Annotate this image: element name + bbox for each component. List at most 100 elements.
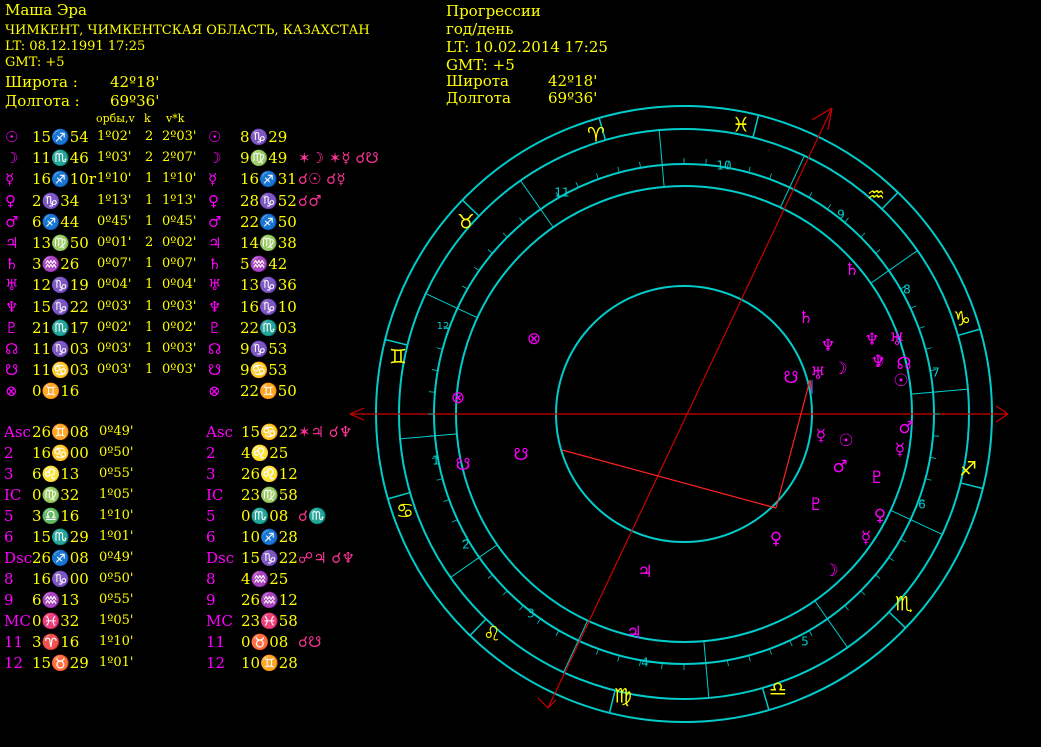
prog-house-position: 23♍58 <box>241 486 298 504</box>
prog-house-position: 15♑22 <box>241 549 298 567</box>
prog-longitude-value: 69º36' <box>548 89 598 107</box>
prog-house-position: 10♊28 <box>241 654 298 672</box>
natal-planet-glyph: ♅ <box>5 276 19 295</box>
zodiac-sign-glyph: ♐ <box>959 457 977 481</box>
outer-planet-glyph: ♀ <box>874 506 886 526</box>
house-divider <box>450 544 498 578</box>
natal-house-orb: 1º05' <box>99 487 134 502</box>
natal-house-position: 15♉29 <box>32 654 89 672</box>
natal-planet-position: 6♐44 <box>32 212 80 231</box>
prog-planet-position: 9♑53 <box>240 340 288 358</box>
zodiac-sign-glyph: ♋ <box>396 499 414 523</box>
natal-planet-k: 2 <box>145 129 154 144</box>
degree-tick <box>536 618 541 624</box>
degree-tick <box>727 161 729 168</box>
house-number: 3 <box>527 607 535 621</box>
natal-house-position: 6♒13 <box>32 591 80 609</box>
aspect-line <box>561 449 777 509</box>
inner-planet-glyph: ☋ <box>783 368 798 388</box>
outer-planet-glyph: ♇ <box>869 468 884 488</box>
inner-planet-glyph: ☽ <box>832 359 847 379</box>
natal-house-position: 3♎16 <box>32 507 80 525</box>
sign-divider <box>598 117 607 141</box>
degree-tick <box>808 630 813 636</box>
prog-title: Прогрессии <box>446 2 541 20</box>
house-number: 7 <box>932 366 940 380</box>
natal-latitude-value: 42º18' <box>110 73 160 91</box>
degree-tick <box>769 648 772 655</box>
natal-planet-glyph: ♀ <box>5 191 16 210</box>
natal-house-orb: 0º49' <box>99 550 134 565</box>
prog-house-label: 8 <box>206 570 216 588</box>
natal-house-orb: 1º05' <box>99 613 134 628</box>
natal-planet-vk: 0º45' <box>162 213 197 229</box>
prog-house-position: 4♌25 <box>241 444 289 462</box>
outer-planet-glyph: ♆ <box>870 352 885 372</box>
inner-planet-glyph: ☿ <box>816 426 826 446</box>
house-divider <box>703 641 710 698</box>
natal-planet-orb: 0º03' <box>97 298 132 314</box>
house-divider <box>890 509 943 535</box>
natal-planet-orb: 0º02' <box>97 319 132 335</box>
house-divider <box>779 155 805 208</box>
orbs-header: орбы,v <box>96 112 135 125</box>
zodiac-sign-glyph: ♈ <box>587 123 605 147</box>
house-number: 11 <box>554 186 569 200</box>
prog-planet-glyph: ♀ <box>208 191 219 210</box>
degree-tick <box>827 618 832 624</box>
degree-tick <box>596 173 599 180</box>
natal-planet-vk: 0º03' <box>162 341 197 356</box>
degree-tick <box>933 391 940 393</box>
prog-local-time: LT: 10.02.2014 17:25 <box>446 38 608 56</box>
natal-house-orb: 0º50' <box>99 571 134 586</box>
natal-planet-orb: 1º10' <box>97 171 132 187</box>
meridian-axis <box>547 107 833 709</box>
house-number: 1 <box>432 454 440 468</box>
natal-house-orb: 1º10' <box>99 634 134 649</box>
natal-planet-vk: 0º03' <box>162 362 197 378</box>
inner-planet-glyph: ☋ <box>513 445 528 465</box>
degree-tick <box>431 457 438 459</box>
degree-tick <box>727 660 729 667</box>
sign-divider <box>384 338 408 346</box>
natal-planet-vk: 0º02' <box>162 319 197 335</box>
degree-tick <box>748 655 751 662</box>
natal-house-label: 11 <box>4 633 24 651</box>
inner-planet-glyph: ♄ <box>798 308 813 328</box>
degree-tick <box>827 204 832 210</box>
degree-tick <box>555 192 560 198</box>
prog-house-label: Asc <box>206 423 233 441</box>
natal-planet-orb: 0º07' <box>97 256 132 272</box>
natal-planet-vk: 1º13' <box>162 192 197 208</box>
outer-planet-glyph: ♅ <box>889 330 904 350</box>
degree-tick <box>443 326 450 329</box>
natal-place: ЧИМКЕНТ, ЧИМКЕНТСКАЯ ОБЛАСТЬ, КАЗАХСТАН <box>5 23 370 38</box>
inner-planet-glyph: ♅ <box>810 364 825 384</box>
zodiac-sign-glyph: ♒ <box>867 183 885 207</box>
degree-tick <box>596 648 599 655</box>
zodiac-sign-glyph: ♉ <box>457 210 475 234</box>
prog-planet-position: 14♍38 <box>240 234 297 252</box>
natal-house-label: 6 <box>4 528 14 546</box>
mc-arrow <box>811 107 833 131</box>
degree-tick <box>925 347 932 350</box>
natal-planet-glyph: ♃ <box>5 234 19 252</box>
natal-planet-glyph: ⊗ <box>5 382 18 401</box>
natal-longitude-label: Долгота : <box>5 92 80 110</box>
natal-name: Маша Эра <box>5 1 87 19</box>
prog-planet-glyph: ♅ <box>208 276 222 295</box>
natal-planet-k: 1 <box>145 277 154 293</box>
degree-tick <box>436 478 443 481</box>
natal-planet-glyph: ☿ <box>5 170 15 189</box>
aspect-line <box>775 379 811 509</box>
natal-house-position: 16♋00 <box>32 444 89 462</box>
natal-house-orb: 0º50' <box>99 445 134 460</box>
prog-house-label: 3 <box>206 465 216 483</box>
natal-planet-glyph: ♆ <box>5 297 19 316</box>
degree-tick <box>474 557 480 562</box>
degree-tick <box>769 173 772 180</box>
prog-planet-glyph: ♂ <box>208 212 222 231</box>
prog-house-label: 5 <box>206 507 216 525</box>
sign-divider <box>608 690 616 714</box>
prog-planet-glyph: ☿ <box>208 170 218 189</box>
